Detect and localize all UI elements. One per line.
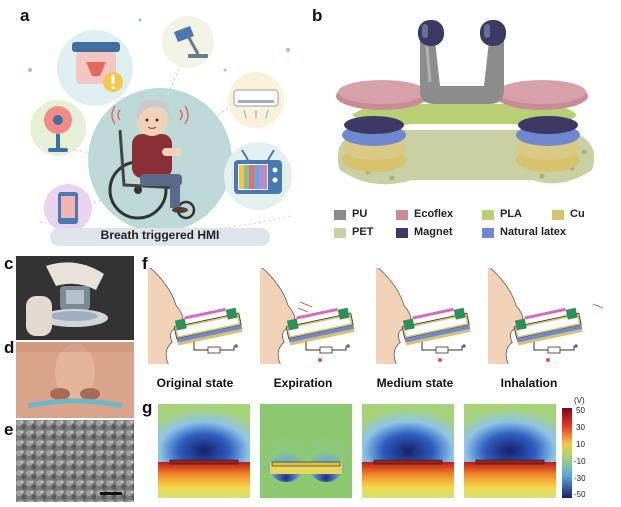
fan-bubble	[30, 100, 86, 156]
stage-schematic	[148, 268, 243, 365]
colorbar-tick: 50	[576, 406, 585, 415]
potential-simulations	[158, 404, 556, 498]
state-label-expiration: Expiration	[273, 376, 333, 390]
legend-swatch	[334, 210, 346, 220]
lamp-bubble	[162, 16, 214, 68]
state-label-inhalation: Inhalation	[500, 376, 558, 390]
device-render	[336, 20, 595, 185]
panel-label-g: g	[142, 398, 153, 417]
panel-label-b: b	[312, 6, 323, 25]
colorbar-unit: (V)	[574, 396, 585, 405]
legend-swatch	[482, 228, 494, 238]
colorbar-tick: 10	[576, 440, 585, 449]
panel-a-caption: Breath triggered HMI	[100, 228, 220, 242]
material-legend: PU Ecoflex PLA Cu PET Magnet Natural lat…	[334, 208, 614, 242]
colorbar-tick: -30	[574, 474, 586, 483]
legend-swatch	[552, 210, 564, 220]
state-label-original: Original state	[156, 376, 234, 390]
panel-label-c: c	[4, 254, 14, 273]
legend-swatch	[334, 228, 346, 238]
sim-medium	[362, 404, 454, 498]
state-label-medium: Medium state	[376, 376, 454, 390]
panel-label-d: d	[4, 338, 15, 357]
scale-bar	[100, 492, 122, 495]
sim-expiration	[260, 404, 352, 498]
tv-bubble	[224, 142, 292, 210]
panel-label-a: a	[20, 6, 30, 25]
colorbar-tick: -50	[574, 490, 586, 499]
alarm-bubble	[57, 30, 133, 106]
colorbar-tick: -10	[574, 457, 586, 466]
sim-original	[158, 404, 250, 498]
elderly-person-wheelchair	[108, 99, 196, 220]
legend-swatch	[396, 210, 408, 220]
colorbar	[562, 408, 572, 498]
panel-label-f: f	[142, 254, 148, 273]
legend-swatch	[482, 210, 494, 220]
sem-micrograph	[16, 420, 134, 502]
air-conditioner-bubble	[228, 72, 284, 128]
phone-bubble	[44, 184, 92, 232]
hmi-illustration	[28, 16, 292, 246]
sim-inhalation	[464, 404, 556, 498]
nose-photo	[16, 342, 134, 418]
breathing-schematics	[148, 268, 604, 365]
device-photo	[16, 256, 134, 340]
caption-pill	[50, 228, 270, 246]
legend-swatch	[396, 228, 408, 238]
panel-label-e: e	[4, 420, 14, 439]
colorbar-tick: 30	[576, 423, 585, 432]
